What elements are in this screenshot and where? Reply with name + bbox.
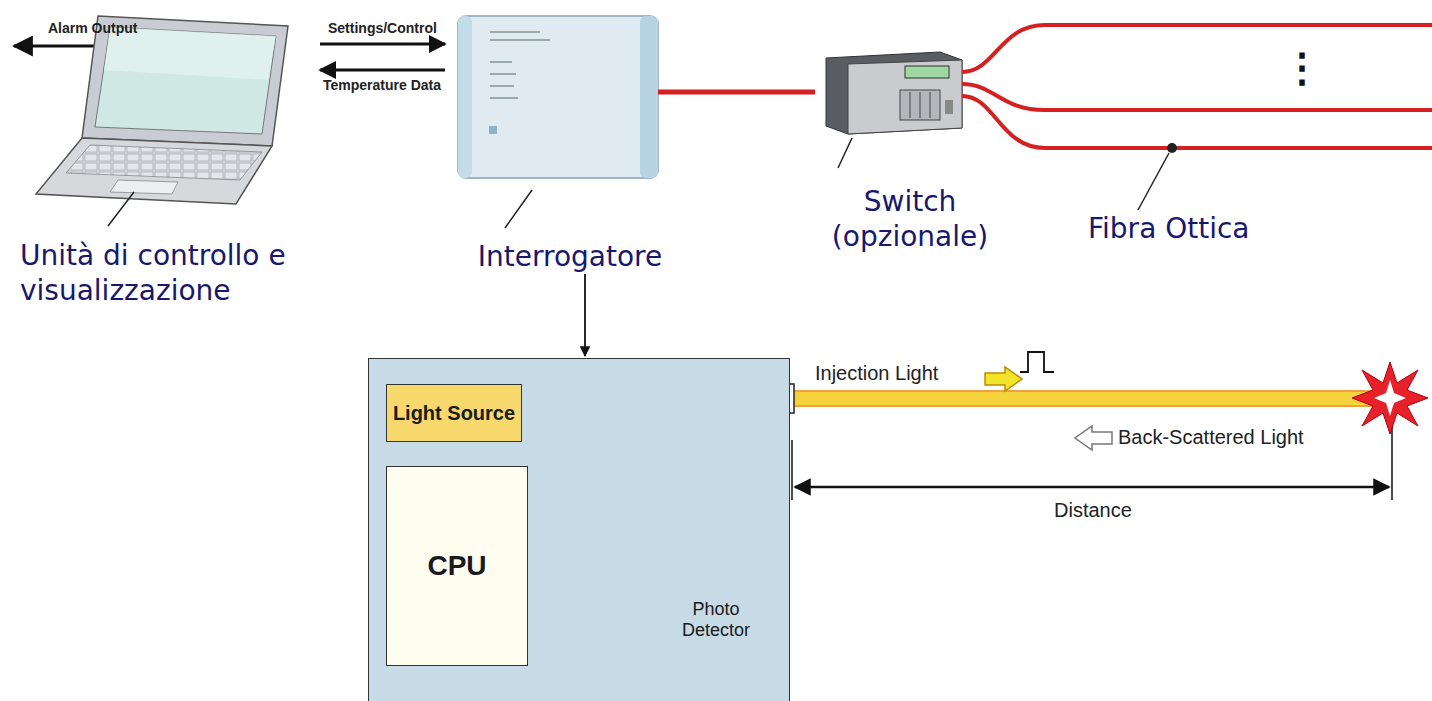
interrogator-figure: [458, 16, 695, 228]
data-arrow: [584, 274, 586, 356]
optical-fibres: [962, 25, 1432, 148]
laptop-figure: [36, 16, 288, 226]
fibre-link: [695, 90, 815, 95]
switch-figure: [826, 52, 962, 168]
edge-label: Settings/Control: [328, 20, 437, 36]
node-label: Unità di controllo e visualizzazione: [20, 238, 320, 308]
node-label: Switch (opzionale): [815, 184, 1005, 254]
leader-dot: [1167, 143, 1177, 153]
interrogator: Interrogatore: [445, 8, 695, 274]
node-label: CPU: [427, 551, 486, 580]
more-fibres-mark: ⋮: [1282, 44, 1322, 90]
node-label: Interrogatore: [445, 239, 695, 274]
output-label: Alarm Output: [48, 20, 137, 36]
optical-switch: Switch (opzionale): [815, 40, 1005, 254]
dimension-label: Distance: [1054, 499, 1132, 522]
signal-label: Back-Scattered Light: [1118, 426, 1304, 449]
data-arrow: [320, 43, 445, 46]
node-label: Photo Detector: [661, 599, 771, 640]
fibre-label: Fibra Ottica: [1088, 212, 1250, 245]
alarm-arrow: [14, 45, 100, 48]
edge-label: Temperature Data: [323, 77, 441, 93]
data-arrow: [320, 69, 445, 72]
cpu-box: CPU: [386, 466, 528, 666]
node-label: Light Source: [393, 403, 515, 424]
leader-line: [1138, 153, 1169, 210]
interrogator-interior: Photo Detector Light SourceCPU: [368, 358, 790, 701]
sensing-fibre: [710, 352, 1428, 500]
signal-label: Injection Light: [815, 362, 938, 385]
light-source-box: Light Source: [386, 384, 522, 442]
control-unit: Unità di controllo e visualizzazione: [20, 8, 320, 308]
